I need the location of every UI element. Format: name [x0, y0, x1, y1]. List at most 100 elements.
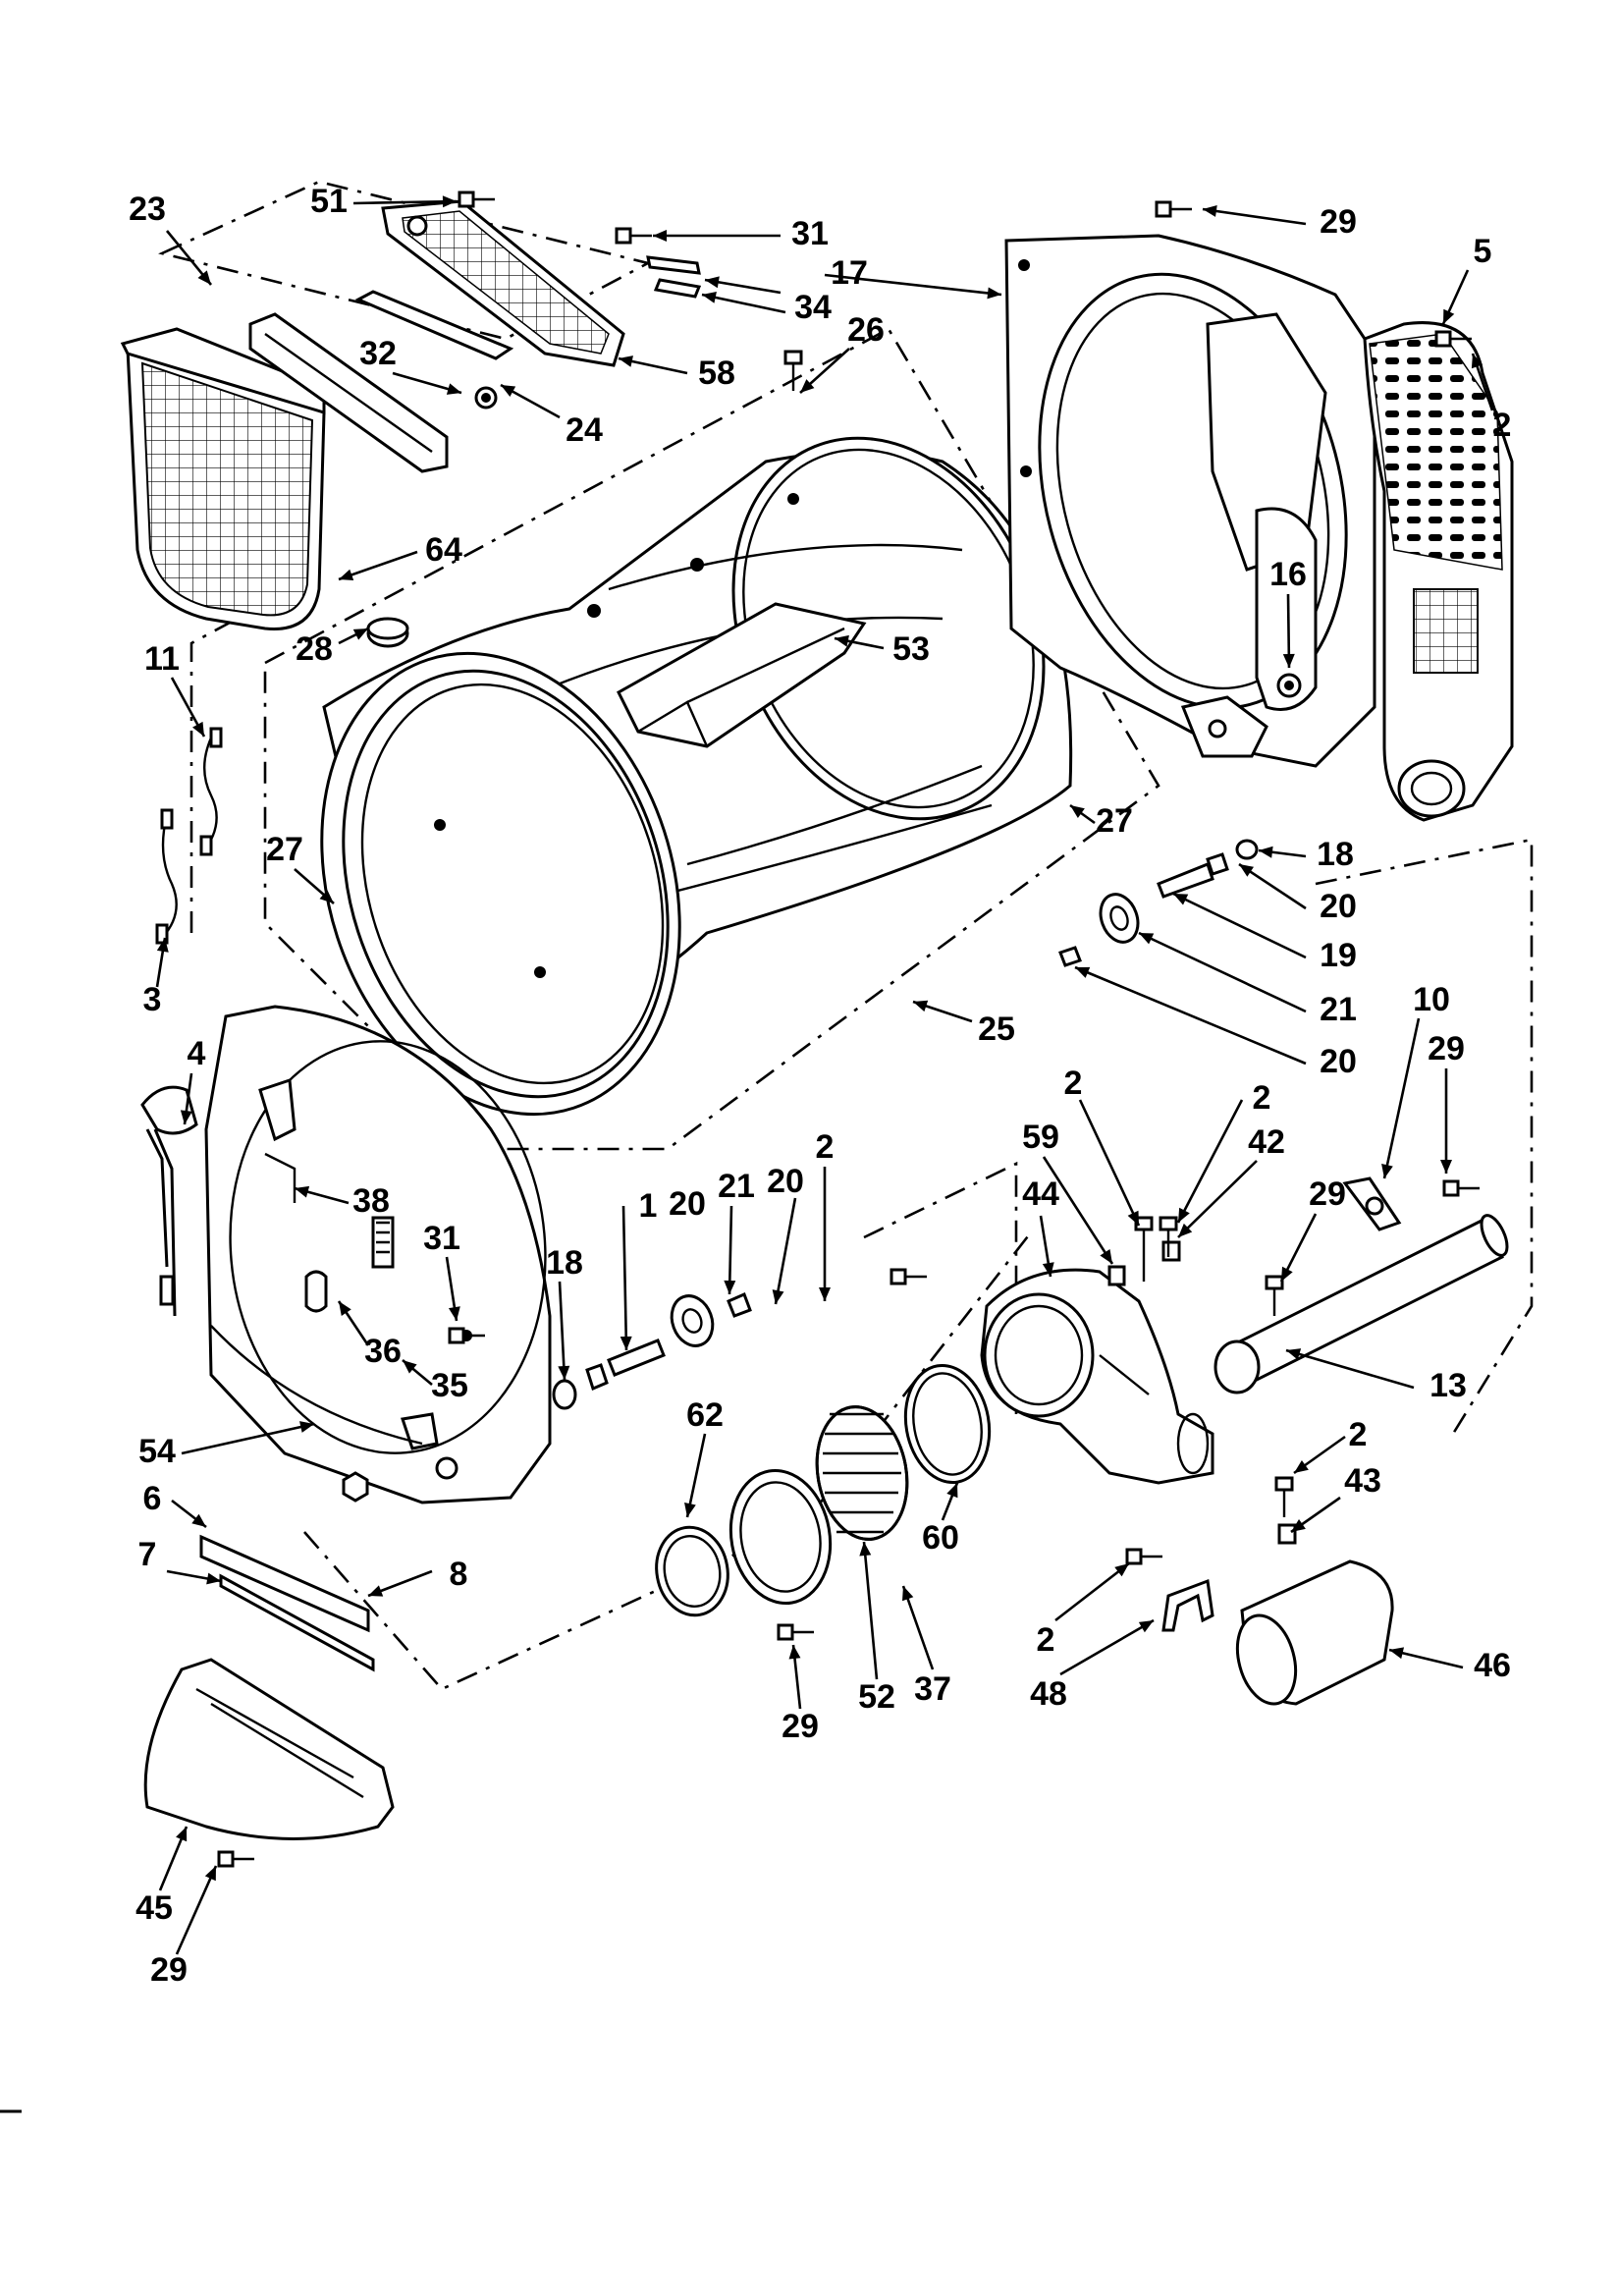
leader-arrowhead: [352, 629, 368, 640]
part-label: 27: [1096, 802, 1133, 840]
leader-arrowhead: [1282, 653, 1295, 668]
leader-line: [1202, 207, 1307, 226]
leader-line: [728, 1205, 733, 1295]
leader-arrowhead: [1178, 1207, 1190, 1223]
part-label: 7: [138, 1536, 157, 1573]
leader-line: [1176, 1099, 1244, 1224]
leader-arrowhead: [702, 292, 717, 303]
knob-28: [366, 617, 409, 648]
part-label: 29: [1428, 1030, 1465, 1067]
rear-bulkhead: [1004, 234, 1376, 768]
part-label: 2: [1064, 1065, 1083, 1102]
leader-arrowhead: [197, 270, 211, 285]
part-label: 64: [425, 531, 462, 569]
blower-seals: [655, 1363, 992, 1617]
part-label: 54: [138, 1433, 176, 1470]
leader-arrowhead: [558, 1365, 570, 1380]
part-label: 27: [266, 831, 303, 868]
leader-line: [1177, 1160, 1258, 1238]
leader-arrowhead: [1389, 1647, 1405, 1660]
part-label: 17: [831, 254, 868, 292]
leader-arrowhead: [295, 1185, 310, 1198]
blower-assembly-outline: [303, 1231, 1033, 1691]
part-label: 8: [450, 1556, 468, 1593]
leader-line: [774, 1197, 797, 1305]
leader-arrowhead: [319, 890, 334, 903]
part-label: 18: [546, 1244, 583, 1282]
leader-arrowhead: [1139, 933, 1155, 945]
part-label: 42: [1248, 1123, 1285, 1161]
leader-arrowhead: [156, 938, 169, 953]
part-label: 16: [1269, 556, 1307, 593]
leader-line: [1285, 1348, 1415, 1390]
nut-8: [342, 1471, 369, 1503]
leader-arrowhead: [1443, 308, 1455, 324]
leader-line: [824, 273, 1002, 297]
part-label: 29: [1320, 203, 1357, 241]
leader-arrowhead: [946, 1483, 958, 1499]
leader-arrowhead: [1291, 1519, 1306, 1532]
leader-arrowhead: [859, 1542, 872, 1557]
part-label: 60: [922, 1519, 959, 1557]
leader-line: [901, 1585, 935, 1670]
part-label: 2: [1253, 1079, 1271, 1117]
part-label: 21: [1320, 991, 1357, 1028]
leader-arrowhead: [724, 1280, 736, 1294]
leader-arrowhead: [1042, 1262, 1054, 1277]
leader-arrowhead: [191, 1513, 206, 1527]
leader-arrowhead: [619, 355, 633, 367]
leader-arrowhead: [1259, 846, 1273, 858]
part-label: 45: [135, 1889, 173, 1927]
leader-arrowhead: [620, 1336, 632, 1350]
leader-arrowhead: [1203, 205, 1217, 217]
leader-arrowhead: [913, 1000, 929, 1012]
top-grille: [381, 199, 625, 367]
part-label: 53: [892, 630, 930, 668]
part-label: 37: [914, 1670, 951, 1708]
leader-line: [352, 199, 458, 205]
wire-harness: [155, 727, 223, 945]
leader-line: [175, 1865, 218, 1955]
door-switch: [140, 1085, 198, 1317]
leader-arrowhead: [299, 1421, 314, 1433]
leader-line: [862, 1541, 879, 1680]
leader-arrowhead: [1173, 894, 1189, 905]
part-label: 25: [978, 1011, 1015, 1048]
part-label: 52: [858, 1678, 895, 1716]
part-label: 34: [794, 289, 832, 326]
blower-wheel: [815, 1405, 909, 1541]
part-label: 2: [1349, 1416, 1368, 1453]
leader-line: [685, 1433, 707, 1518]
part-label: 6: [143, 1480, 162, 1517]
part-label: 3: [143, 981, 162, 1018]
part-label: 51: [310, 183, 348, 220]
leader-arrowhead: [191, 721, 204, 737]
callout-leaders: [155, 195, 1494, 1955]
left-assembly-outline: [189, 573, 320, 933]
leader-arrowhead: [819, 1287, 831, 1301]
leader-arrowhead: [788, 1645, 801, 1660]
leader-arrowhead: [1127, 1210, 1139, 1226]
leader-line: [621, 1205, 628, 1351]
part-label: 58: [698, 355, 735, 392]
leader-line: [1074, 965, 1307, 1066]
leader-arrowhead: [1114, 1563, 1129, 1577]
blower-housing: [980, 1268, 1214, 1485]
base-shield: [143, 1534, 395, 1840]
screws: [217, 191, 1480, 1868]
part-label: 48: [1030, 1675, 1067, 1713]
leader-arrowhead: [1471, 354, 1483, 369]
right-assembly-outline: [1315, 838, 1534, 1435]
leader-arrowhead: [835, 634, 849, 647]
leader-arrowhead: [653, 230, 667, 242]
exhaust-pipe: [1214, 1214, 1509, 1394]
part-label: 59: [1022, 1119, 1059, 1156]
leader-arrowhead: [1440, 1160, 1452, 1174]
leader-arrowhead: [1281, 1266, 1293, 1282]
part-label: 38: [352, 1182, 390, 1220]
leader-line: [181, 1422, 315, 1455]
part-label: 36: [364, 1333, 402, 1370]
leader-arrowhead: [446, 383, 461, 395]
part-label: 5: [1474, 233, 1492, 270]
part-label: 35: [431, 1367, 468, 1404]
